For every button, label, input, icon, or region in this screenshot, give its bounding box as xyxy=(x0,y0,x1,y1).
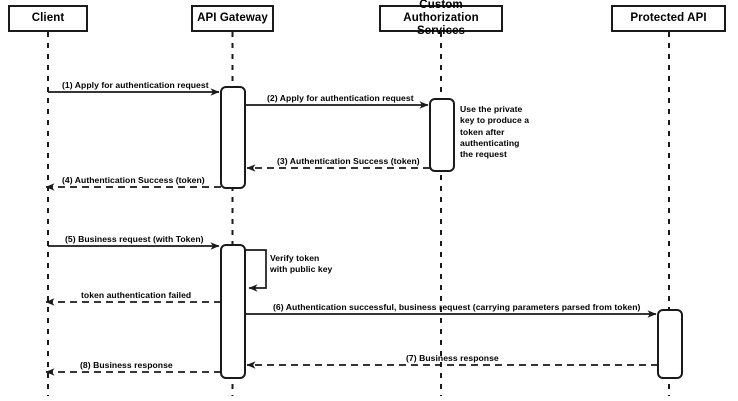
message-arrow-self-verify xyxy=(245,249,267,292)
message-label-6: (6) Authentication successful, business … xyxy=(273,302,641,312)
message-label-1: (1) Apply for authentication request xyxy=(62,80,209,90)
actor-label-api-gateway: API Gateway xyxy=(197,11,268,24)
actor-box-api-gateway[interactable]: API Gateway xyxy=(191,5,274,32)
message-arrows xyxy=(45,88,658,376)
actor-box-custom-authorization-services[interactable]: Custom Authorization Services xyxy=(379,0,503,37)
message-label-token-authentication-failed: token authentication failed xyxy=(81,290,192,300)
actor-box-protected-api[interactable]: Protected API xyxy=(611,5,726,32)
note-use-private-key: Use the private key to produce a token a… xyxy=(460,104,530,160)
actor-label-custom-authorization-services: Custom Authorization Services xyxy=(403,0,479,38)
activation-protected-api-business xyxy=(657,309,683,379)
message-label-8: (8) Business response xyxy=(80,360,173,370)
activation-api-gateway-business xyxy=(220,244,246,379)
message-label-5: (5) Business request (with Token) xyxy=(65,234,204,244)
message-label-7: (7) Business response xyxy=(406,353,499,363)
activation-api-gateway-auth xyxy=(220,86,246,189)
actor-label-client: Client xyxy=(31,11,65,24)
actor-box-client[interactable]: Client xyxy=(8,5,88,32)
message-label-3: (3) Authentication Success (token) xyxy=(277,156,420,166)
activation-custom-authorization-services xyxy=(429,98,455,172)
activation-bars xyxy=(220,86,683,379)
message-label-self-verify: Verify token with public key xyxy=(270,253,333,275)
message-label-2: (2) Apply for authentication request xyxy=(267,93,414,103)
message-label-4: (4) Authentication Success (token) xyxy=(62,175,205,185)
actor-label-protected-api: Protected API xyxy=(630,11,707,24)
